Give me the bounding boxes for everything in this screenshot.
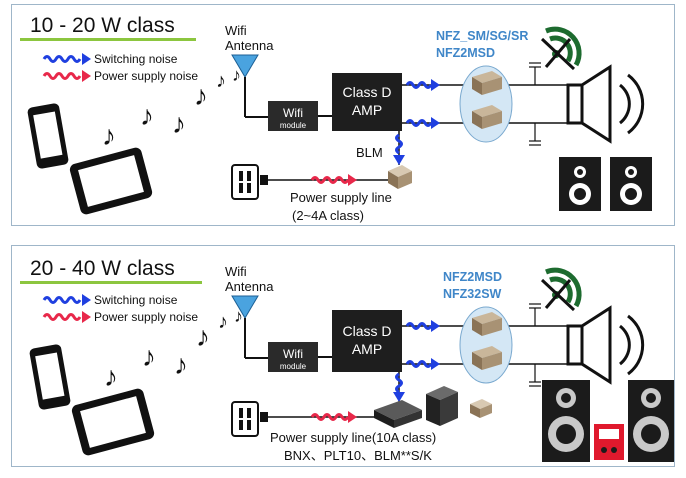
wifi-module-title: Wifi xyxy=(283,106,303,120)
smartphone-icon xyxy=(29,344,71,410)
svg-text:♪: ♪ xyxy=(142,341,156,372)
filter-part-label-2: NFZ32SW xyxy=(443,287,502,301)
power-plug-icon xyxy=(231,401,268,437)
title-underline xyxy=(20,281,202,284)
antenna-icon xyxy=(231,54,268,118)
panel-title: 10 - 20 W class xyxy=(30,14,175,37)
title-underline xyxy=(20,38,196,41)
speaker-icon xyxy=(566,305,645,385)
legend-switching-label: Switching noise xyxy=(94,293,178,307)
amp-label-1: Class D xyxy=(342,323,391,339)
power-line-label-2: BNX、PLT10、BLM**S/K xyxy=(284,448,432,463)
chip-inductor-icon xyxy=(472,71,502,95)
filter-part-label-1: NFZ_SM/SG/SR xyxy=(436,29,528,43)
svg-text:♪: ♪ xyxy=(102,120,116,151)
chip-inductor-icon xyxy=(472,346,502,370)
svg-text:♪: ♪ xyxy=(216,70,226,92)
panel-10-20w: 10 - 20 W class Switching noise Power su… xyxy=(11,4,675,226)
wifi-module-box: Wifi module xyxy=(268,101,318,131)
switching-noise-arrow xyxy=(405,79,440,91)
legend-switching: Switching noise xyxy=(42,293,178,307)
tablet-icon xyxy=(71,388,155,456)
floor-speaker-icon xyxy=(628,380,674,462)
no-radio-interference-icon xyxy=(540,26,582,71)
bookshelf-speaker-icon xyxy=(559,157,601,211)
blm-chip-icon xyxy=(470,399,492,418)
nfz-filter-group xyxy=(459,65,513,143)
svg-text:♪: ♪ xyxy=(172,108,186,139)
legend-power: Power supply noise xyxy=(42,69,198,83)
blm-chip-icon xyxy=(388,165,412,189)
power-part-label: BLM xyxy=(356,145,383,160)
bookshelf-speaker-icon xyxy=(610,157,652,211)
class-d-amp-box: Class D AMP xyxy=(332,73,402,131)
amp-label-2: AMP xyxy=(352,341,382,357)
panel-20-40w: 20 - 40 W class Switching noise Power su… xyxy=(11,245,675,467)
antenna-label-1: Wifi xyxy=(225,23,247,38)
amp-label-1: Class D xyxy=(342,84,391,100)
no-radio-interference-icon xyxy=(540,267,582,312)
power-line-label-1: Power supply line xyxy=(290,190,392,205)
chip-inductor-icon xyxy=(472,105,502,129)
antenna-label-2: Antenna xyxy=(225,38,274,53)
tablet-icon xyxy=(69,147,153,215)
switching-noise-arrow-down xyxy=(393,133,405,165)
power-supply-noise-arrow xyxy=(310,411,357,423)
switching-noise-arrow xyxy=(405,320,440,332)
wifi-module-sub: module xyxy=(280,121,307,130)
legend-power-label: Power supply noise xyxy=(94,310,198,324)
svg-text:♪: ♪ xyxy=(234,306,243,326)
bnx-filter-icon xyxy=(374,400,422,428)
capacitor-icon xyxy=(529,303,541,387)
svg-text:♪: ♪ xyxy=(174,349,188,380)
svg-text:♪: ♪ xyxy=(232,65,241,85)
svg-text:♪: ♪ xyxy=(196,321,210,352)
svg-text:♪: ♪ xyxy=(140,100,154,131)
amp-label-2: AMP xyxy=(352,102,382,118)
legend-power: Power supply noise xyxy=(42,310,198,324)
plt10-choke-icon xyxy=(426,386,458,426)
speaker-icon xyxy=(566,64,645,144)
svg-text:♪: ♪ xyxy=(218,311,228,333)
legend-switching-label: Switching noise xyxy=(94,52,178,66)
class-d-amp-box: Class D AMP xyxy=(332,310,402,372)
legend-power-label: Power supply noise xyxy=(94,69,198,83)
panel-1-diagram: 10 - 20 W class Switching noise Power su… xyxy=(20,14,652,223)
nfz-filter-group xyxy=(459,306,513,384)
music-notes-icon: ♪ ♪ ♪ ♪ ♪ ♪ xyxy=(102,65,241,151)
wifi-module-title: Wifi xyxy=(283,347,303,361)
music-notes-icon: ♪ ♪ ♪ ♪ ♪ ♪ xyxy=(104,306,243,392)
power-line-label-1: Power supply line(10A class) xyxy=(270,430,436,445)
legend-switching: Switching noise xyxy=(42,52,178,66)
smartphone-icon xyxy=(27,103,69,169)
antenna-label-1: Wifi xyxy=(225,264,247,279)
antenna-icon xyxy=(231,295,268,359)
stereo-amplifier-icon xyxy=(594,424,624,460)
switching-noise-arrow xyxy=(405,117,440,129)
power-plug-icon xyxy=(231,164,268,200)
svg-text:♪: ♪ xyxy=(194,80,208,111)
filter-part-label-2: NFZ2MSD xyxy=(436,46,495,60)
floor-speaker-icon xyxy=(542,380,590,462)
wifi-module-sub: module xyxy=(280,362,307,371)
power-supply-noise-arrow xyxy=(310,174,357,186)
panel-title: 20 - 40 W class xyxy=(30,257,175,280)
chip-inductor-icon xyxy=(472,312,502,336)
svg-text:♪: ♪ xyxy=(104,361,118,392)
antenna-label-2: Antenna xyxy=(225,279,274,294)
filter-part-label-1: NFZ2MSD xyxy=(443,270,502,284)
power-line-label-2: (2~4A class) xyxy=(292,208,364,223)
switching-noise-arrow-down xyxy=(393,372,405,402)
panel-2-diagram: 20 - 40 W class Switching noise Power su… xyxy=(20,257,674,463)
switching-noise-arrow xyxy=(405,358,440,370)
capacitor-icon xyxy=(529,62,541,146)
wifi-module-box: Wifi module xyxy=(268,342,318,372)
